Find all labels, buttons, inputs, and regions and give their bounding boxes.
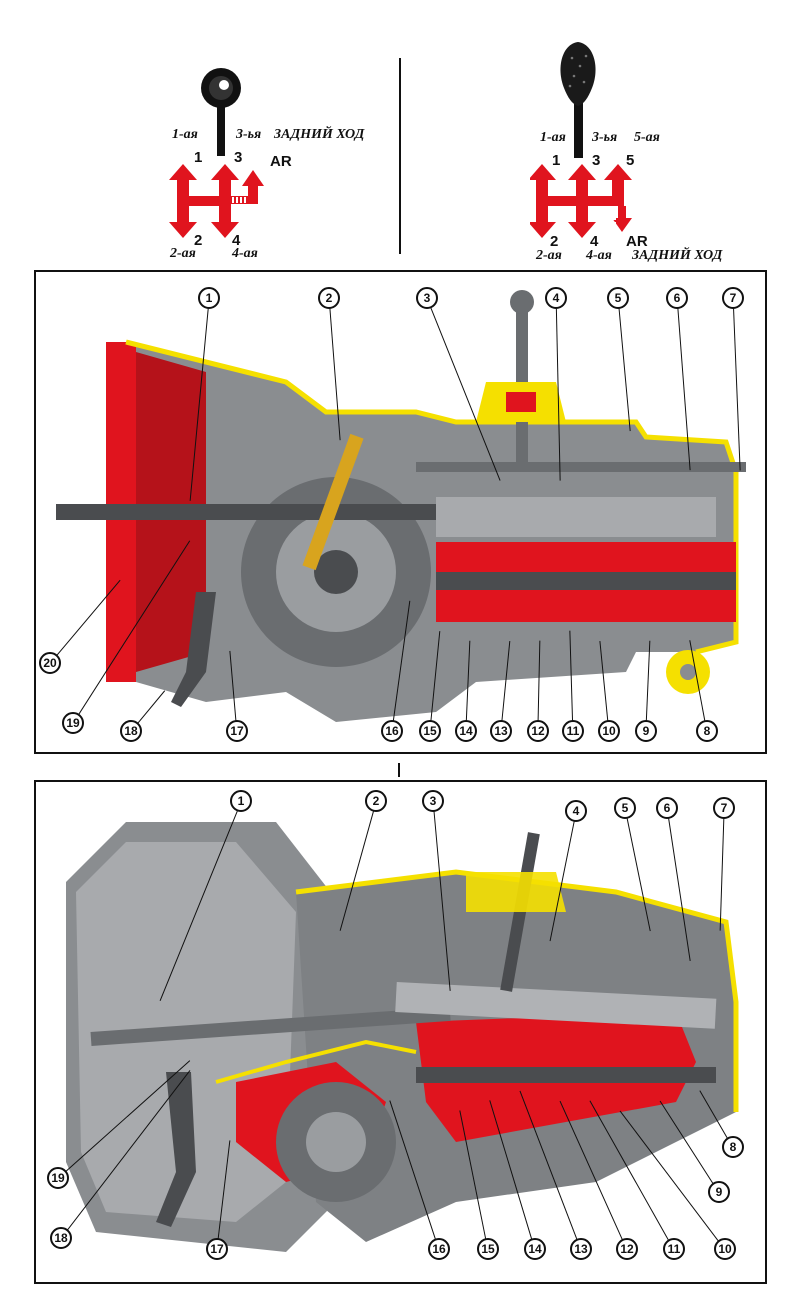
top-callout-15: 15 (419, 720, 441, 742)
top-callout-8: 8 (696, 720, 718, 742)
top-callout-18: 18 (120, 720, 142, 742)
top-callout-11: 11 (562, 720, 584, 742)
top-callout-16: 16 (381, 720, 403, 742)
reverse-label: ЗАДНИЙ ХОД (274, 127, 365, 142)
gear-4-label: 4-ая (586, 248, 612, 263)
gearbox-cross-section-drawing (56, 290, 746, 722)
bottom-callout-1: 1 (230, 790, 252, 812)
shift-pattern-5speed: 1-ая 3-ья 5-ая 1 3 5 2 4 AR 2-ая 4-ая ЗА… (530, 38, 760, 270)
bottom-callout-14: 14 (524, 1238, 546, 1260)
gear-3-number: 3 (592, 152, 601, 169)
gear-4-label: 4-ая (232, 246, 258, 261)
bottom-callout-15: 15 (477, 1238, 499, 1260)
top-callout-4: 4 (545, 287, 567, 309)
bottom-callout-7: 7 (713, 797, 735, 819)
gear-5-number: 5 (626, 152, 635, 169)
bottom-callout-4: 4 (565, 800, 587, 822)
gear-2-label: 2-ая (536, 248, 562, 263)
top-callout-12: 12 (527, 720, 549, 742)
reverse-label: ЗАДНИЙ ХОД (632, 248, 723, 263)
top-callout-6: 6 (666, 287, 688, 309)
top-callout-19: 19 (62, 712, 84, 734)
bottom-callout-12: 12 (616, 1238, 638, 1260)
top-callout-9: 9 (635, 720, 657, 742)
gearbox-cross-section-panel (34, 270, 767, 754)
shift-pattern-4speed: 1-ая 3-ья ЗАДНИЙ ХОД 1 3 AR 2 4 2-ая 4-а… (150, 60, 400, 270)
gear-4-number: 4 (590, 233, 599, 250)
shift-knob-round-icon (169, 68, 264, 238)
top-callout-2: 2 (318, 287, 340, 309)
reverse-number: AR (626, 233, 648, 250)
bottom-callout-13: 13 (570, 1238, 592, 1260)
gear-3-number: 3 (234, 149, 243, 166)
bottom-callout-6: 6 (656, 797, 678, 819)
gear-4-number: 4 (232, 232, 241, 249)
top-callout-17: 17 (226, 720, 248, 742)
reverse-number: AR (270, 153, 292, 170)
gear-3-label: 3-ья (592, 130, 618, 145)
gear-1-number: 1 (194, 149, 203, 166)
bottom-callout-11: 11 (663, 1238, 685, 1260)
bottom-callout-19: 19 (47, 1167, 69, 1189)
gear-1-number: 1 (552, 152, 561, 169)
bottom-callout-9: 9 (708, 1181, 730, 1203)
top-callout-7: 7 (722, 287, 744, 309)
gear-1-label: 1-ая (172, 127, 198, 142)
gear-2-number: 2 (550, 233, 559, 250)
top-callout-13: 13 (490, 720, 512, 742)
bottom-callout-3: 3 (422, 790, 444, 812)
top-callout-10: 10 (598, 720, 620, 742)
gear-3-label: 3-ья (236, 127, 262, 142)
top-callout-5: 5 (607, 287, 629, 309)
shift-knob-pear-icon (530, 42, 632, 238)
bottom-callout-16: 16 (428, 1238, 450, 1260)
top-callout-3: 3 (416, 287, 438, 309)
gear-2-label: 2-ая (170, 246, 196, 261)
panel-divider-tick (398, 763, 400, 777)
gearbox-cutaway-drawing (66, 822, 739, 1252)
top-callout-14: 14 (455, 720, 477, 742)
top-callout-20: 20 (39, 652, 61, 674)
bottom-callout-10: 10 (714, 1238, 736, 1260)
gear-5-label: 5-ая (634, 130, 660, 145)
top-callout-1: 1 (198, 287, 220, 309)
gear-1-label: 1-ая (540, 130, 566, 145)
bottom-callout-2: 2 (365, 790, 387, 812)
pattern-divider (399, 58, 401, 254)
gearbox-cutaway-panel (34, 780, 767, 1284)
bottom-callout-17: 17 (206, 1238, 228, 1260)
bottom-callout-8: 8 (722, 1136, 744, 1158)
gear-2-number: 2 (194, 232, 203, 249)
bottom-callout-5: 5 (614, 797, 636, 819)
bottom-callout-18: 18 (50, 1227, 72, 1249)
